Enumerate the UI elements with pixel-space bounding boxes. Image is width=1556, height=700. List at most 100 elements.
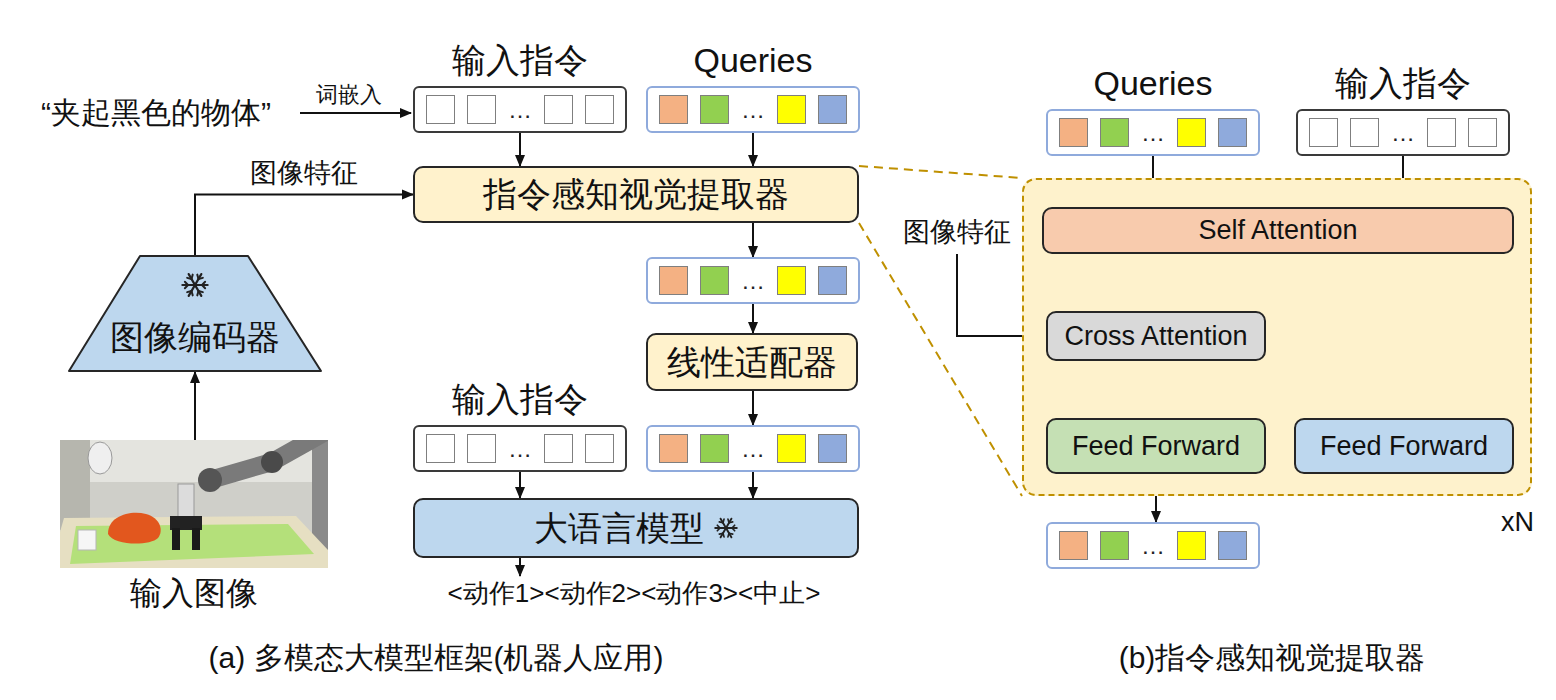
process-box: Feed Forward — [1294, 418, 1514, 474]
dashed-region: xNSelf AttentionCross AttentionFeed Forw… — [1022, 178, 1532, 496]
photo-caption: 输入图像 — [130, 574, 258, 612]
process-box: 线性适配器 — [646, 333, 858, 391]
ellipsis: … — [508, 96, 532, 124]
snowflake-branch — [723, 533, 724, 537]
gripper-finger — [192, 528, 200, 550]
gripper-finger — [172, 528, 180, 550]
orange-object — [108, 513, 161, 544]
box-label: Feed Forward — [1072, 430, 1240, 462]
side-panel — [60, 440, 90, 530]
wrist — [178, 484, 194, 518]
quoted-instruction: “夹起黑色的物体” — [41, 95, 271, 131]
box-label: Cross Attention — [1064, 320, 1247, 352]
sequence-heading: Queries — [1093, 63, 1212, 103]
ellipsis: … — [1391, 119, 1415, 147]
token-square — [426, 434, 455, 463]
token-square — [1059, 118, 1088, 147]
zoom-line — [859, 166, 1022, 178]
snowflake-branch — [719, 521, 723, 524]
snowflake-ray — [195, 274, 201, 285]
ellipsis: … — [741, 267, 765, 295]
token-square — [818, 434, 847, 463]
process-box: Feed Forward — [1046, 418, 1266, 474]
token-sequence: 输入指令… — [413, 379, 627, 472]
process-box: 指令感知视觉提取器 — [413, 166, 859, 223]
snowflake-branch — [197, 275, 198, 279]
white-object — [78, 530, 96, 550]
connector — [752, 472, 754, 498]
token-square — [585, 95, 614, 124]
tray-surface — [70, 524, 314, 564]
snowflake-ray — [189, 285, 195, 296]
token-box: … — [1046, 522, 1260, 569]
ellipsis: … — [1141, 119, 1165, 147]
token-sequence: Queries … — [646, 40, 860, 133]
token-square — [1100, 531, 1129, 560]
token-square — [1427, 118, 1456, 147]
sequence-heading: 输入指令 — [452, 40, 588, 80]
token-box: … — [646, 425, 860, 472]
snowflake-branch — [187, 278, 191, 279]
token-sequence: 输入指令 … — [413, 40, 627, 133]
robot-arm — [210, 440, 322, 480]
token-square — [659, 95, 688, 124]
token-box: … — [646, 86, 860, 133]
token-box: … — [413, 86, 627, 133]
token-square — [544, 95, 573, 124]
token-square — [777, 434, 806, 463]
connector — [195, 195, 413, 256]
token-square — [1059, 531, 1088, 560]
sequence-heading: Queries — [693, 40, 812, 80]
ellipsis: … — [508, 435, 532, 463]
subfigure-caption: (a) 多模态大模型框架(机器人应用) — [209, 640, 664, 676]
token-square — [1177, 531, 1206, 560]
token-sequence: 输入指令… — [1296, 63, 1510, 156]
connector — [752, 304, 754, 333]
connector — [752, 223, 754, 257]
token-square — [659, 266, 688, 295]
ellipsis: … — [741, 96, 765, 124]
token-square — [544, 434, 573, 463]
box-label: 指令感知视觉提取器 — [483, 174, 789, 215]
input-photo: 输入图像 — [60, 440, 328, 616]
embedding-note: 词嵌入 — [316, 82, 382, 108]
snowflake-ray — [726, 519, 731, 528]
edge-label: 图像特征 — [250, 157, 358, 189]
token-square — [1218, 531, 1247, 560]
repeat-count: xN — [1501, 506, 1534, 538]
snowflake-branch — [199, 291, 203, 292]
zoom-line — [859, 223, 1022, 496]
token-square — [467, 95, 496, 124]
connector — [752, 391, 754, 425]
snowflake-branch — [732, 525, 735, 528]
box-label: 大语言模型 — [534, 508, 704, 549]
connector — [519, 472, 521, 498]
token-square — [818, 95, 847, 124]
robot-photo — [60, 440, 328, 568]
trapezoid-shape — [69, 256, 321, 371]
output-arrow — [519, 558, 521, 576]
snowflake-branch — [729, 532, 733, 535]
box-label: Feed Forward — [1320, 430, 1488, 462]
snowflake-branch — [717, 528, 720, 531]
feature-note: 图像特征 — [903, 216, 1011, 248]
token-square — [700, 266, 729, 295]
token-square — [1177, 118, 1206, 147]
token-square — [426, 95, 455, 124]
ellipsis: … — [1141, 532, 1165, 560]
token-sequence: … — [646, 425, 860, 472]
action-output: <动作1><动作2><动作3><中止> — [448, 578, 821, 609]
token-square — [585, 434, 614, 463]
encoder-label: 图像编码器 — [110, 317, 280, 357]
ellipsis: … — [741, 435, 765, 463]
token-square — [700, 95, 729, 124]
token-sequence: Queries … — [1046, 63, 1260, 156]
token-square — [777, 266, 806, 295]
token-square — [659, 434, 688, 463]
connector — [519, 133, 521, 166]
snowflake-ray — [721, 528, 726, 537]
token-square — [818, 266, 847, 295]
subfigure-caption: (b)指令感知视觉提取器 — [1119, 640, 1426, 676]
